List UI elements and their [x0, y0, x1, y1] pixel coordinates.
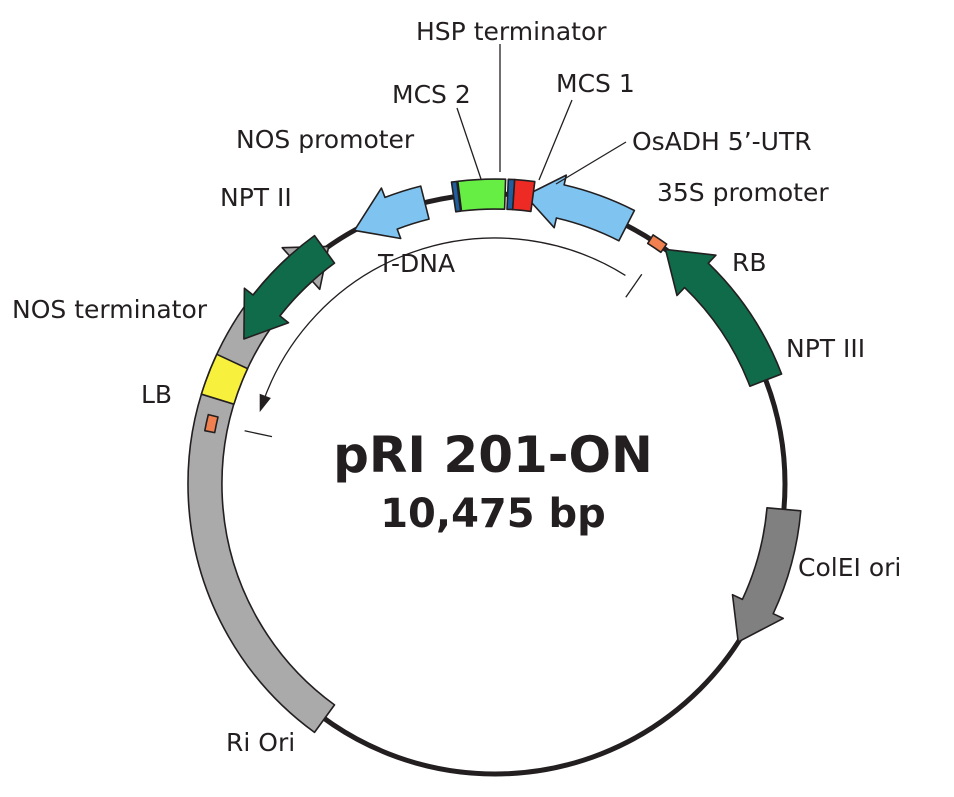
- mcs2-leader: [456, 107, 482, 180]
- lb-border-box[interactable]: [204, 413, 219, 434]
- npt-ii-label: NPT II: [220, 183, 292, 212]
- t-dna-right-bar: [625, 273, 643, 298]
- t-dna-arc: [261, 237, 626, 405]
- 35s-promoter-label: 35S promoter: [657, 178, 829, 207]
- colei-ori-label: ColEI ori: [798, 553, 901, 582]
- osadh-utr-label: OsADH 5’-UTR: [632, 127, 812, 156]
- mcs1-leader: [538, 99, 573, 181]
- lb-label: LB: [141, 380, 172, 409]
- t-dna-left-bar: [244, 430, 273, 438]
- mcs2-label: MCS 2: [392, 80, 471, 109]
- npt-iii-label: NPT III: [786, 334, 865, 363]
- npt-iii-arrow[interactable]: [664, 248, 783, 387]
- rb-border-box[interactable]: [646, 234, 668, 254]
- mcs2-box[interactable]: [450, 180, 462, 213]
- hsp-terminator-box[interactable]: [457, 178, 507, 212]
- npt-ii-arrow[interactable]: [243, 234, 336, 340]
- t-dna-region: [244, 237, 643, 438]
- plasmid-name: pRI 201-ON: [333, 426, 653, 484]
- osadh-utr-leader: [555, 141, 627, 185]
- colei-ori-arrow[interactable]: [731, 507, 802, 643]
- nos-promoter-arrow[interactable]: [353, 185, 430, 240]
- ri-ori-label: Ri Ori: [226, 728, 295, 757]
- t-dna-arrowhead: [259, 393, 271, 413]
- mcs1-label: MCS 1: [556, 69, 635, 98]
- hsp-terminator-label: HSP terminator: [416, 17, 607, 46]
- plasmid-size: 10,475 bp: [380, 491, 606, 537]
- osadh-utr-box[interactable]: [511, 178, 536, 213]
- t-dna-label: T-DNA: [377, 249, 455, 278]
- nos-terminator-box[interactable]: [200, 353, 249, 405]
- nos-terminator-label: NOS terminator: [12, 295, 208, 324]
- 35s-promoter-arrow[interactable]: [524, 174, 636, 242]
- rb-label: RB: [732, 248, 767, 277]
- nos-promoter-label: NOS promoter: [236, 125, 415, 154]
